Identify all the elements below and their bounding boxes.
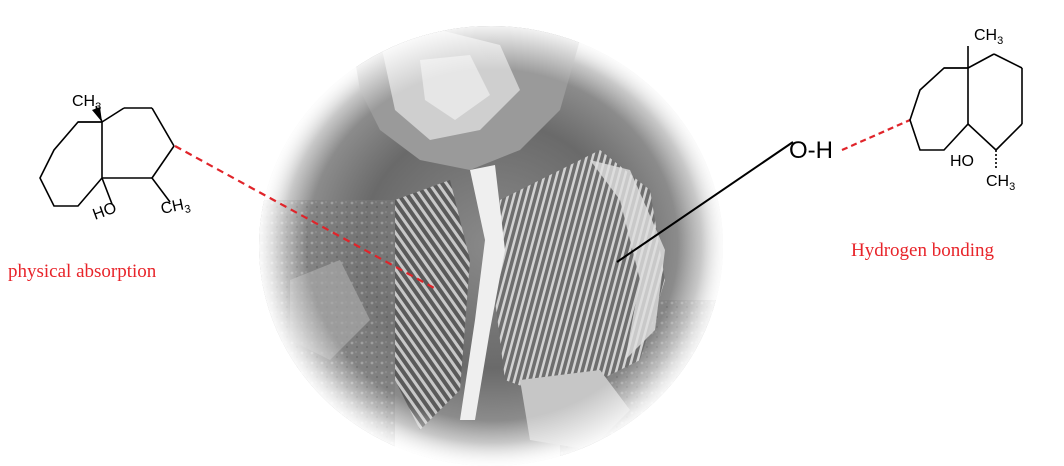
dashed-link-right [842,120,910,150]
oh-label: O-H [789,137,833,164]
sem-micrograph [255,15,730,466]
left-methyl-bottom: CH3 [159,195,192,221]
right-hydroxyl: HO [950,153,974,170]
left-hydroxyl: HO [91,200,119,224]
right-methyl-top: CH3 [974,27,1003,47]
caption-hydrogen-bonding: Hydrogen bonding [851,240,995,261]
left-methyl-top: CH3 [72,93,101,113]
right-methyl-bottom: CH3 [986,173,1015,193]
left-molecule-structure [40,106,174,206]
caption-physical-absorption: physical absorption [8,261,157,282]
right-molecule-structure [910,46,1022,170]
